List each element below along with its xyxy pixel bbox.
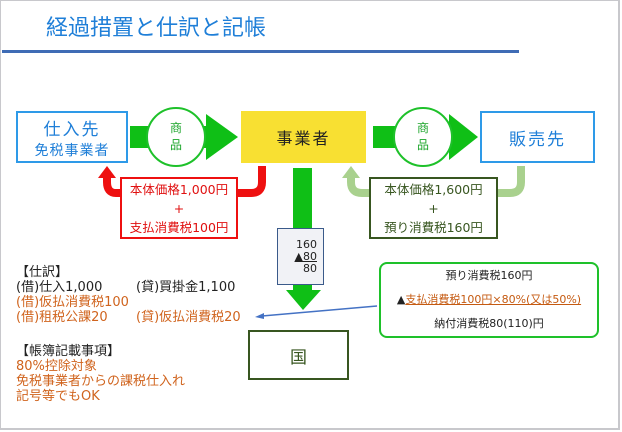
journal-debit: (借)租税公課20	[16, 310, 108, 325]
journal-debit: (借)仕入1,000	[16, 280, 103, 295]
journal-section: 【仕訳】 (借)仕入1,000 (貸)買掛金1,100 (借)仮払消費税100 …	[16, 265, 241, 325]
goods-label-char: 品	[416, 138, 429, 152]
goods-circle-left: 商 品	[146, 107, 206, 167]
ledger-section: 【帳簿記載事項】 80%控除対象 免税事業者からの課税仕入れ 記号等でもOK	[16, 344, 185, 404]
journal-debit: (借)仮払消費税100	[16, 295, 129, 310]
title-divider	[2, 50, 519, 53]
payment-body-price: 本体価格1,000円	[129, 181, 229, 197]
journal-row: (借)仮払消費税100	[16, 295, 241, 310]
triangle-icon: ▲	[396, 293, 406, 306]
supplier-node: 仕入先 免税事業者	[16, 111, 128, 163]
page-title: 経過措置と仕訳と記帳	[46, 16, 267, 41]
goods-label-char: 品	[169, 138, 182, 152]
tax-calculation-box: 預り消費税160円 ▲支払消費税100円×80%(又は50%) 納付消費税80(…	[379, 262, 599, 338]
country-node: 国	[248, 330, 349, 380]
payment-tax: 支払消費税100円	[129, 219, 229, 235]
receipt-plus: +	[428, 200, 439, 216]
goods-label-char: 商	[169, 121, 182, 135]
journal-row: (借)仕入1,000 (貸)買掛金1,100	[16, 280, 241, 295]
tax-received: 預り消費税160円	[445, 269, 533, 282]
calc-deduction: ▲80	[294, 249, 317, 263]
tax-deduction-row: ▲支払消費税100円×80%(又は50%)	[397, 288, 581, 312]
ledger-heading: 【帳簿記載事項】	[16, 344, 121, 359]
journal-heading: 【仕訳】	[16, 265, 69, 280]
receipt-body-price: 本体価格1,600円	[384, 181, 483, 197]
calc-result: 80	[303, 261, 317, 275]
receipt-tax: 預り消費税160円	[384, 219, 483, 235]
tax-deduction: 支払消費税100円×80%(又は50%)	[405, 293, 582, 306]
payment-arrow	[98, 166, 266, 197]
payment-to-supplier-box: 本体価格1,000円 + 支払消費税100円	[120, 177, 238, 239]
goods-circle-right: 商 品	[393, 107, 453, 167]
journal-credit: (貸)買掛金1,100	[136, 280, 236, 295]
goods-label-char: 商	[416, 121, 429, 135]
tax-payable: 納付消費税80(110)円	[434, 317, 544, 330]
journal-credit: (貸)仮払消費税20	[136, 310, 241, 325]
connector-line	[255, 305, 378, 319]
journal-row: (借)租税公課20 (貸)仮払消費税20	[16, 310, 241, 325]
supplier-label: 仕入先	[43, 119, 101, 140]
customer-node: 販売先	[480, 111, 595, 163]
receipt-arrow	[342, 166, 525, 197]
payment-plus: +	[173, 200, 185, 216]
ledger-item: 80%控除対象	[16, 359, 97, 374]
ledger-item: 記号等でもOK	[16, 389, 100, 404]
supplier-type: 免税事業者	[34, 142, 110, 159]
calc-top: 160	[296, 237, 317, 251]
receipt-from-customer-box: 本体価格1,600円 + 預り消費税160円	[369, 177, 498, 239]
calc-box: 160 ▲80 80	[277, 228, 324, 285]
ledger-item: 免税事業者からの課税仕入れ	[16, 374, 186, 389]
business-node: 事業者	[241, 111, 366, 163]
